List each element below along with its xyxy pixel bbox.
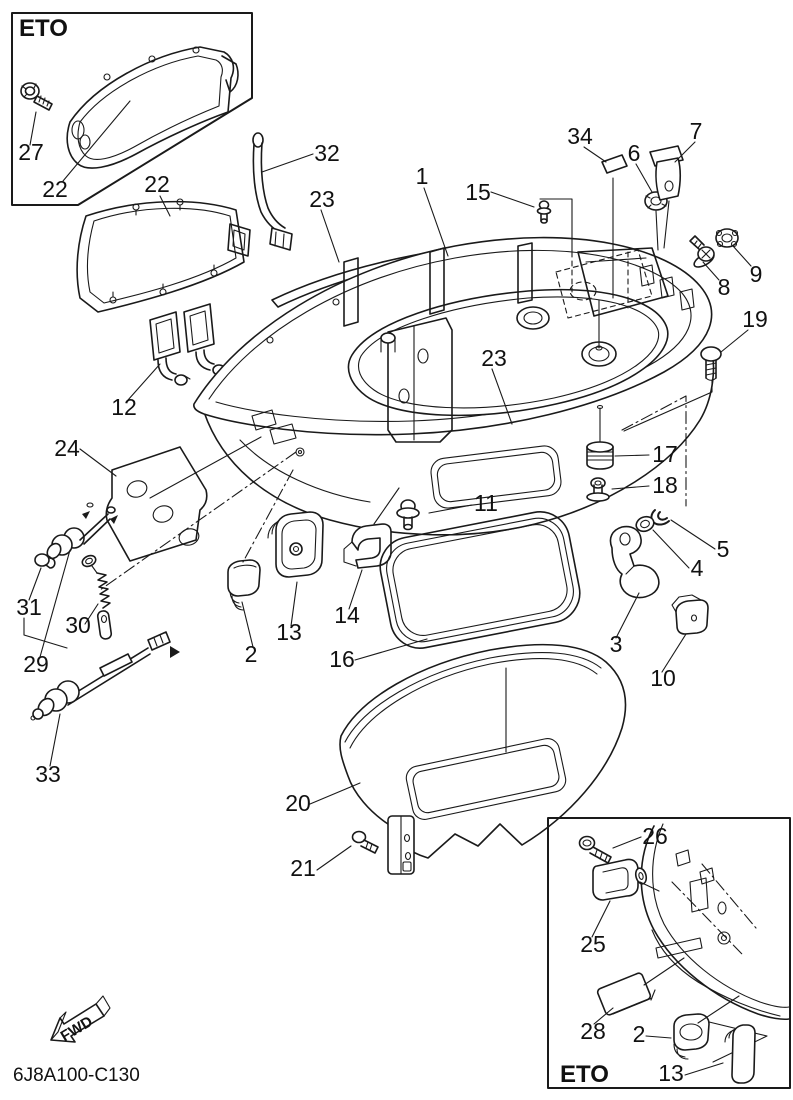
part-22-cover-inset	[66, 46, 239, 169]
part-label-17: 17	[652, 441, 678, 467]
part-32-rod	[252, 132, 293, 251]
part-label-4: 4	[691, 555, 704, 581]
part-31-cap	[34, 553, 56, 569]
part-7-bracket	[649, 145, 684, 201]
part-label-29: 29	[23, 651, 49, 677]
leader-lines	[23, 100, 752, 1076]
part-label-23: 23	[481, 345, 507, 371]
part-29-switch	[46, 502, 118, 560]
part-label-6: 6	[628, 140, 641, 166]
part-12-fitting	[149, 303, 229, 386]
part-label-32: 32	[314, 140, 340, 166]
part-16-seal	[379, 511, 581, 649]
part-label-10: 10	[650, 665, 676, 691]
part-25-bracket	[592, 858, 648, 901]
part-label-2: 2	[633, 1021, 646, 1047]
part-22-panel	[76, 198, 251, 313]
part-21-screw	[351, 830, 379, 854]
linework	[11, 12, 791, 1089]
part-label-7: 7	[690, 118, 703, 144]
part-24-plate	[105, 446, 208, 562]
part-label-26: 26	[642, 823, 668, 849]
part-label-12: 12	[111, 394, 137, 420]
inset-bottom-right-box	[547, 817, 791, 1089]
part-label-19: 19	[742, 306, 768, 332]
part-label-34: 34	[567, 123, 593, 149]
part-label-13: 13	[276, 619, 302, 645]
part-2-grommet-inset	[673, 1013, 710, 1060]
part-2-grommet	[227, 559, 261, 611]
part-15-screw	[536, 200, 552, 224]
part-label-31: 31	[16, 594, 42, 620]
inset-mini-cowling	[640, 823, 790, 1063]
part-label-22: 22	[144, 171, 170, 197]
part-14-clip	[343, 523, 392, 569]
part-label-15: 15	[465, 179, 491, 205]
inset-top-left-box	[11, 12, 253, 206]
part-9-plug	[715, 228, 739, 248]
part-label-20: 20	[285, 790, 311, 816]
part-label-8: 8	[718, 274, 731, 300]
part-label-21: 21	[290, 855, 316, 881]
main-cowling	[193, 177, 715, 536]
part-17-mount	[586, 404, 614, 470]
drawing-code: 6J8A100-C130	[13, 1065, 140, 1086]
part-label-3: 3	[610, 631, 623, 657]
part-27-screw	[20, 82, 53, 111]
part-3-lever	[609, 525, 660, 599]
part-label-23: 23	[309, 186, 335, 212]
part-33-switch-cable	[30, 631, 180, 721]
part-34-strip	[601, 154, 628, 174]
inset-bottom-right-eto-label: ETO	[560, 1061, 609, 1088]
part-30-lanyard-spring	[81, 554, 113, 640]
part-label-24: 24	[54, 435, 80, 461]
part-label-27: 27	[18, 139, 44, 165]
part-20-apron	[339, 643, 627, 875]
fwd-arrow	[50, 995, 111, 1043]
part-label-16: 16	[329, 646, 355, 672]
part-label-2: 2	[245, 641, 258, 667]
part-label-18: 18	[652, 472, 678, 498]
part-19-bolt	[700, 346, 722, 381]
part-label-1: 1	[416, 163, 429, 189]
part-13-block-inset	[724, 1024, 756, 1084]
inset-top-left-eto-label: ETO	[19, 15, 68, 42]
part-label-9: 9	[750, 261, 763, 287]
part-4-washer	[635, 515, 655, 533]
part-label-22: 22	[42, 176, 68, 202]
part-28-pad	[596, 972, 656, 1016]
part-10-damper	[671, 594, 709, 635]
part-label-28: 28	[580, 1018, 606, 1044]
part-13-grommet-block	[267, 511, 324, 578]
part-label-33: 33	[35, 761, 61, 787]
part-label-11: 11	[474, 490, 498, 516]
part-label-14: 14	[334, 602, 360, 628]
part-label-30: 30	[65, 612, 91, 638]
part-label-5: 5	[717, 536, 730, 562]
part-label-25: 25	[580, 931, 606, 957]
part-8-screw	[689, 235, 715, 268]
part-18-grommet	[586, 477, 610, 502]
part-11-plug	[396, 499, 420, 531]
part-26-screw	[578, 835, 612, 864]
part-label-13: 13	[658, 1060, 684, 1086]
